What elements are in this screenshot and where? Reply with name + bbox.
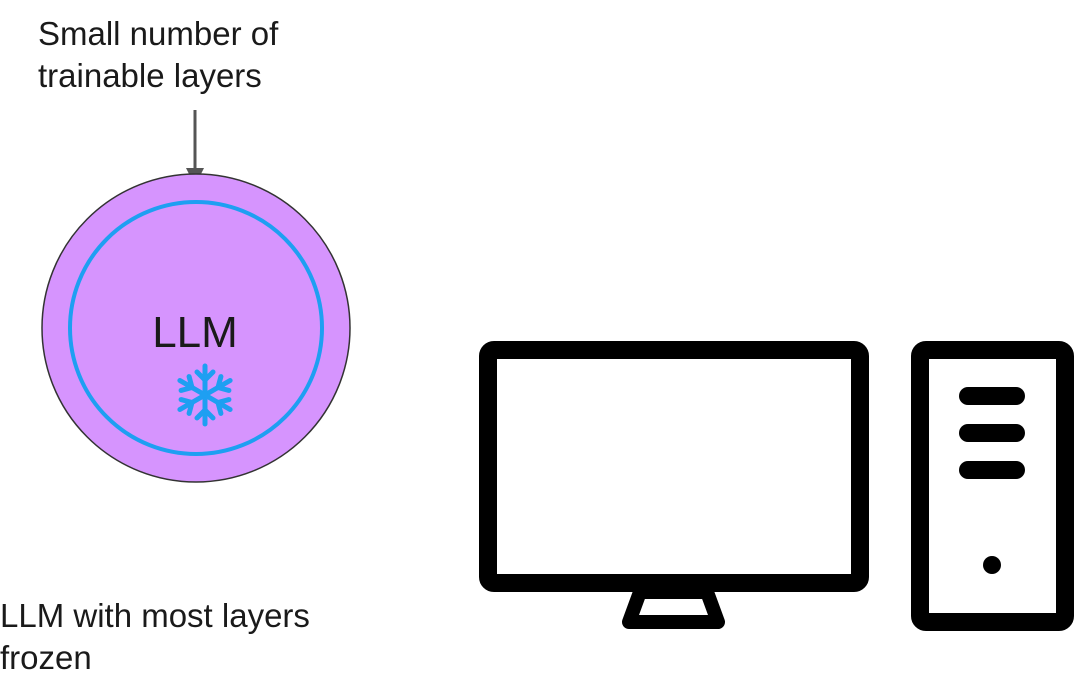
- trainable-layer-ring: [68, 200, 324, 456]
- tower-icon: [911, 341, 1074, 631]
- monitor-stand: [622, 585, 725, 629]
- desktop-computer-icon: [479, 341, 1074, 631]
- monitor-icon: [479, 341, 869, 592]
- llm-node: LLM: [41, 173, 351, 483]
- llm-label: LLM: [152, 308, 238, 357]
- trainable-layers-callout: Small number of trainable layers: [38, 15, 279, 94]
- llm-circle: [41, 173, 351, 483]
- snowflake-icon: [176, 363, 234, 424]
- frozen-llm-caption: LLM with most layers frozen: [0, 597, 310, 676]
- power-button-icon: [983, 556, 1001, 574]
